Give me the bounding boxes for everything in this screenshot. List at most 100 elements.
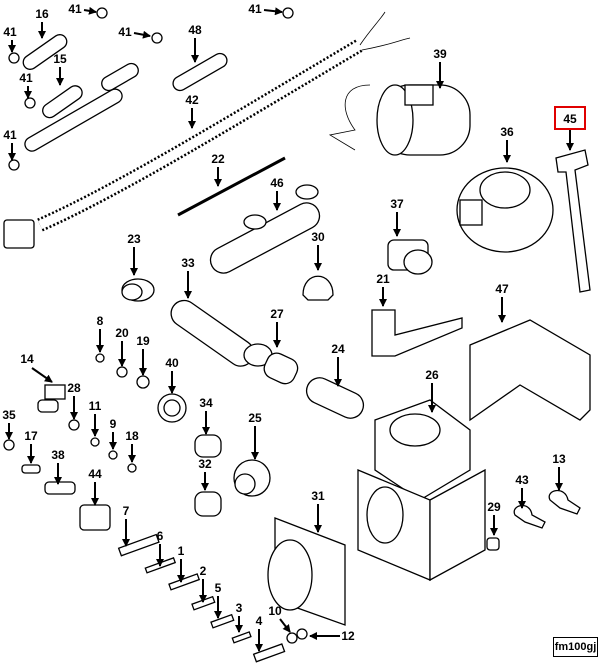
callout-label: 41 [3,128,17,142]
callout-label: 27 [270,307,284,321]
callout-label: 7 [123,504,130,518]
mixer-26 [357,399,486,582]
callout-label: 12 [341,629,355,643]
callout-arrow [83,6,97,15]
callout-label: 46 [270,176,284,190]
callout-label: 15 [53,52,67,66]
callout-38: 38 [51,448,65,485]
callout-41: 41 [68,2,97,16]
callout-26: 26 [425,368,439,413]
callout-label: 8 [97,314,104,328]
callout-label: 39 [433,47,447,61]
callout-label: 48 [188,23,202,37]
callout-label: 28 [67,381,81,395]
callout-42: 42 [185,93,199,129]
callout-label: 17 [24,429,38,443]
callout-41: 41 [19,71,33,99]
callout-label: 32 [198,457,212,471]
callout-label: 41 [248,2,262,16]
callout-31: 31 [311,489,325,533]
callout-39: 39 [433,47,447,89]
callout-44: 44 [88,467,102,506]
callout-40: 40 [165,356,179,394]
callout-17: 17 [24,429,38,464]
callout-label: 9 [110,417,117,431]
callout-28: 28 [67,381,81,420]
callout-label: 5 [215,581,222,595]
callout-label: 19 [136,334,150,348]
callout-37: 37 [390,197,404,237]
callout-arrow [279,618,291,633]
callout-label: 14 [20,352,34,366]
callout-13: 13 [552,452,566,491]
callout-14: 14 [20,352,53,383]
regulator-36 [456,167,554,253]
callout-48: 48 [188,23,202,63]
adapter-31 [267,517,346,626]
callout-6: 6 [156,529,164,567]
tee-46 [209,184,321,274]
callout-label: 18 [125,429,139,443]
callout-arrow [133,30,151,39]
hose-15 [42,85,83,119]
vaporizer-39 [328,84,471,156]
union-25 [233,459,271,497]
callout-label: 26 [425,368,439,382]
line-22 [177,156,286,217]
callout-18: 18 [125,429,139,463]
reference-code: fm100gj [553,637,598,657]
callout-label: 41 [3,25,17,39]
callout-arrow [31,367,53,383]
callout-41: 41 [3,128,17,161]
bolts [117,533,308,663]
callout-label: 31 [311,489,325,503]
callout-9: 9 [109,417,117,450]
callout-label: 1 [178,544,185,558]
callout-arrow [263,7,283,16]
callout-label: 13 [552,452,566,466]
callout-20: 20 [115,326,129,367]
callout-12: 12 [309,629,355,643]
callout-22: 22 [211,152,225,187]
callout-34: 34 [199,396,213,435]
hose-16 [22,34,68,70]
clips [486,489,581,551]
callout-10: 10 [268,604,291,633]
callout-41: 41 [118,25,151,39]
hose-clamps-41 [8,7,294,171]
callout-label: 37 [390,197,404,211]
callout-1: 1 [177,544,185,583]
callout-label: 29 [487,500,501,514]
small-fittings [3,353,187,531]
callout-label: 10 [268,604,282,618]
callout-30: 30 [311,230,325,271]
callout-label: 41 [118,25,132,39]
bracket-47 [469,319,591,422]
fitting-32 [194,491,222,517]
callout-11: 11 [89,399,102,437]
callout-label: 36 [500,125,514,139]
callout-label: 42 [185,93,199,107]
callout-4: 4 [255,614,263,652]
callout-23: 23 [127,232,141,276]
callout-label: 38 [51,448,65,462]
callout-16: 16 [35,7,49,39]
clamp-30 [302,275,334,301]
callout-label: 47 [495,282,509,296]
callout-35: 35 [2,408,16,440]
callout-2: 2 [199,564,207,603]
callout-7: 7 [122,504,130,547]
wire-harness-42 [3,11,411,249]
callout-label: 30 [311,230,325,244]
callout-label: 11 [89,399,102,413]
callout-21: 21 [376,272,390,307]
callout-3: 3 [235,601,243,633]
callout-label: 23 [127,232,141,246]
callout-19: 19 [136,334,150,376]
bracket-45 [555,149,591,293]
callout-32: 32 [198,457,212,491]
callout-24: 24 [331,342,345,387]
callout-33: 33 [181,256,195,299]
